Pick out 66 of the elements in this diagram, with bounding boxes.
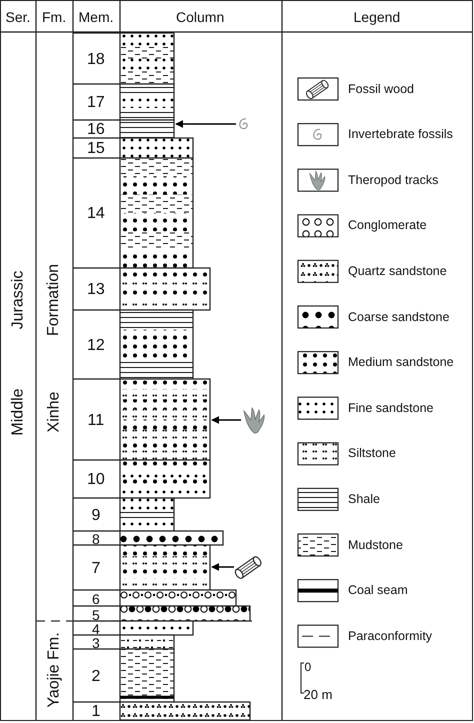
legend-label: Theropod tracks bbox=[348, 174, 438, 186]
rock-bed bbox=[119, 589, 237, 607]
member-number: 14 bbox=[87, 206, 105, 222]
formation-label: Yaojie Fm. bbox=[46, 632, 62, 708]
legend-label: Fine sandstone bbox=[348, 402, 434, 414]
arrow bbox=[211, 416, 241, 424]
member-number: 5 bbox=[92, 608, 100, 622]
legend-label: Shale bbox=[348, 492, 380, 506]
member-number: 11 bbox=[88, 412, 104, 428]
column-header: Ser. bbox=[6, 10, 30, 24]
rock-bed bbox=[119, 32, 175, 85]
footprint-icon bbox=[244, 408, 265, 434]
arrow bbox=[211, 563, 234, 571]
member-number: 12 bbox=[87, 338, 105, 354]
rock-bed bbox=[119, 157, 194, 269]
rock-bed bbox=[119, 701, 251, 721]
legend-label: Medium sandstone bbox=[348, 356, 454, 369]
member-number: 9 bbox=[92, 508, 100, 524]
member-number: 13 bbox=[87, 282, 105, 298]
rock-bed bbox=[119, 459, 211, 499]
rock-bed bbox=[119, 83, 175, 121]
rock-bed bbox=[119, 648, 175, 703]
member-number: 10 bbox=[87, 472, 105, 488]
rock-bed bbox=[119, 544, 211, 591]
column-header: Column bbox=[176, 10, 224, 24]
arrow bbox=[175, 120, 236, 128]
rock-bed bbox=[119, 605, 251, 622]
member-number: 2 bbox=[92, 668, 100, 684]
rock-bed bbox=[119, 309, 194, 380]
member-number: 8 bbox=[92, 532, 100, 546]
legend-label: Coarse sandstone bbox=[348, 310, 450, 323]
legend-label: Quartz sandstone bbox=[348, 264, 447, 278]
series-label: Middle bbox=[10, 388, 26, 436]
formation-label: Formation bbox=[46, 264, 62, 336]
member-number: 16 bbox=[87, 122, 105, 138]
legend-label: Siltstone bbox=[348, 447, 396, 460]
rock-bed bbox=[119, 137, 194, 159]
column-header: Legend bbox=[354, 10, 400, 24]
member-number: 15 bbox=[87, 141, 105, 157]
formation-label: Xinhe bbox=[46, 392, 62, 432]
legend-label: Invertebrate fossils bbox=[348, 128, 453, 141]
rock-bed bbox=[119, 378, 211, 461]
column-header: Fm. bbox=[42, 10, 66, 24]
legend-label: Conglomerate bbox=[348, 219, 427, 232]
rock-bed bbox=[119, 620, 194, 636]
scale-label: 20 m bbox=[304, 688, 332, 700]
legend-label: Mudstone bbox=[348, 538, 403, 551]
rock-bed bbox=[119, 634, 175, 650]
scale-label: 0 bbox=[304, 661, 312, 673]
rock-bed bbox=[119, 530, 224, 546]
member-number: 7 bbox=[92, 560, 100, 576]
legend-label: Fossil wood bbox=[348, 82, 414, 95]
spiral-shell-icon bbox=[239, 118, 248, 130]
member-number: 4 bbox=[92, 622, 100, 636]
member-number: 6 bbox=[92, 592, 100, 606]
rock-bed bbox=[119, 497, 175, 532]
rock-bed bbox=[119, 267, 211, 311]
series-label: Jurassic bbox=[10, 270, 26, 330]
member-number: 18 bbox=[87, 52, 105, 68]
legend-label: Paraconformity bbox=[348, 630, 432, 642]
member-number: 1 bbox=[92, 704, 100, 720]
rock-bed bbox=[119, 119, 175, 139]
column-header: Mem. bbox=[78, 10, 114, 24]
legend-label: Coal seam bbox=[348, 584, 408, 597]
member-number: 3 bbox=[92, 636, 100, 650]
member-number: 17 bbox=[87, 95, 105, 111]
